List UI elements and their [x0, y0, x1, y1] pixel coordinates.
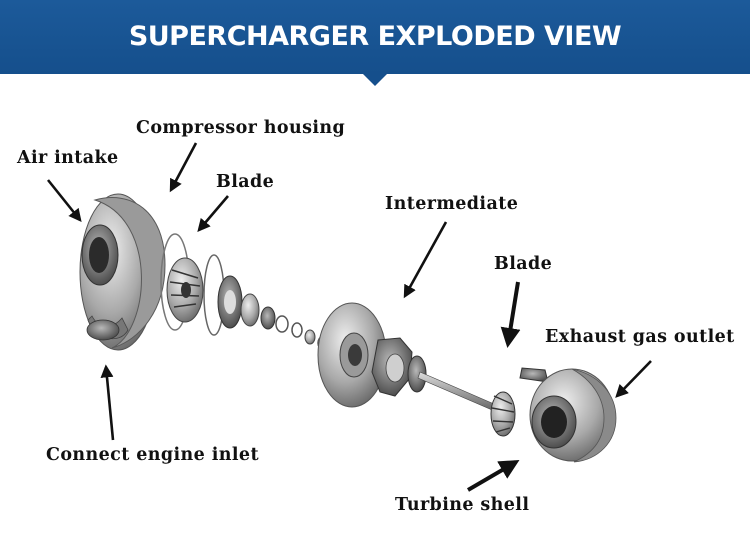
label-blade-left: Blade [216, 172, 275, 192]
label-turbine-shell: Turbine shell [395, 495, 530, 515]
arrow-connect-engine-inlet [100, 364, 115, 441]
arrow-blade-left [197, 195, 229, 232]
arrow-intermediate [403, 221, 448, 299]
backplate-and-seals [203, 254, 327, 350]
label-compressor-housing: Compressor housing [136, 118, 346, 138]
label-blade-right: Blade [494, 254, 553, 274]
arrow-blade-right [500, 281, 521, 348]
turbine-shell-part [519, 367, 617, 463]
label-exhaust-gas-outlet: Exhaust gas outlet [545, 327, 735, 347]
arrow-air-intake [46, 179, 82, 223]
intermediate-housing-part [317, 302, 427, 408]
compressor-blade-wheel [166, 257, 204, 323]
title-banner [0, 0, 750, 74]
arrow-compressor-housing [169, 142, 198, 193]
compressor-housing-part [79, 193, 166, 351]
label-air-intake: Air intake [17, 148, 119, 168]
label-intermediate: Intermediate [385, 194, 519, 214]
banner-pointer [362, 73, 388, 86]
page-title: SUPERCHARGER EXPLODED VIEW [128, 21, 622, 52]
arrow-turbine-shell [466, 459, 520, 492]
arrow-exhaust-gas-outlet [615, 360, 652, 398]
label-connect-engine-inlet: Connect engine inlet [46, 445, 259, 465]
turbine-blade-wheel [490, 391, 516, 437]
